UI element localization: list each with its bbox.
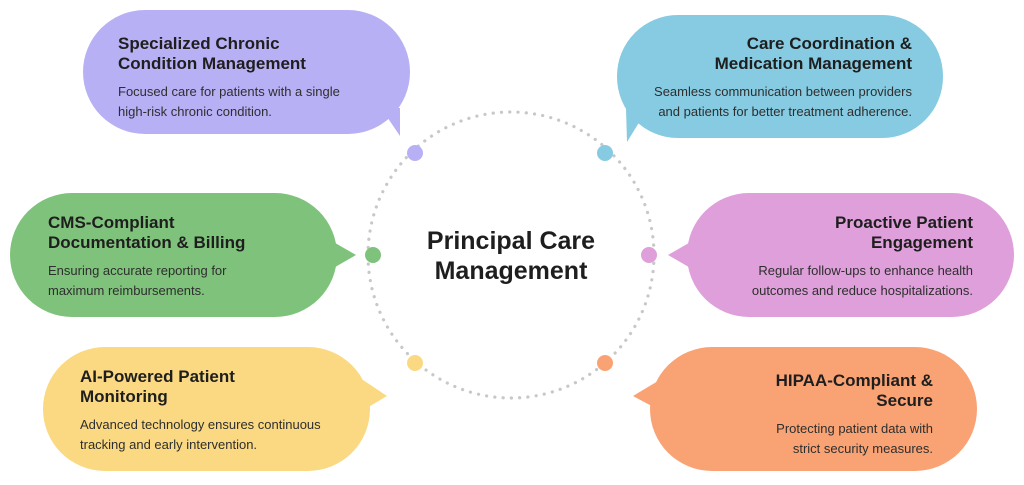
bubble-title-line2: Documentation & Billing [48,233,246,252]
bubble-desc-line1: Seamless communication between providers [654,84,912,99]
bubble-title: AI-Powered Patient Monitoring [80,367,365,407]
bubble-title-line2: Engagement [870,233,973,252]
bubble-title: Care Coordination & Medication Managemen… [620,34,912,74]
bubble-title-line1: Care Coordination & [746,34,912,53]
bubble-title: CMS-Compliant Documentation & Billing [48,213,318,253]
center-title: Principal Care Management [406,226,616,286]
bubble-title-line2: Condition Management [118,54,306,73]
bubble-desc-line1: Advanced technology ensures continuous [80,417,321,432]
bubble-desc-line2: high-risk chronic condition. [118,104,272,119]
bubble-tail-green [330,240,356,270]
bubble-description: Protecting patient data with strict secu… [680,419,933,459]
bubble-shape-yellow [43,347,370,471]
bubble-tail-pink [668,240,694,270]
bubble-title: Proactive Patient Engagement [700,213,973,253]
bubble-ai-powered-patient-monitoring: AI-Powered Patient Monitoring Advanced t… [80,367,365,455]
bubble-title: Specialized Chronic Condition Management [118,34,398,74]
bubble-description: Ensuring accurate reporting for maximum … [48,261,318,301]
bubble-proactive-patient-engagement: Proactive Patient Engagement Regular fol… [700,213,973,301]
bubble-desc-line2: maximum reimbursements. [48,283,205,298]
bubble-title-line2: Medication Management [714,54,912,73]
bubble-desc-line1: Ensuring accurate reporting for [48,263,227,278]
bubble-title-line1: AI-Powered Patient [80,367,235,386]
bubble-care-coordination-medication-management: Care Coordination & Medication Managemen… [620,34,912,122]
bubble-tail-purple [381,108,400,136]
bubble-shape-orange [650,347,977,471]
bubble-shape-green [10,193,337,317]
bubble-cms-compliant-documentation-billing: CMS-Compliant Documentation & Billing En… [48,213,318,301]
bubble-hipaa-compliant-secure: HIPAA-Compliant & Secure Protecting pati… [680,371,933,459]
bubble-desc-line2: outcomes and reduce hospitalizations. [751,283,973,298]
bubble-description: Focused care for patients with a single … [118,82,398,122]
bubble-description: Seamless communication between providers… [620,82,912,122]
bubble-desc-line1: Protecting patient data with [776,421,933,436]
bubble-tail-blue [626,108,648,142]
bubble-desc-line2: strict security measures. [792,441,933,456]
bubble-desc-line2: and patients for better treatment adhere… [658,104,912,119]
bubble-title-line2: Monitoring [80,387,168,406]
bubble-shape-purple [83,10,410,134]
bubble-shape-blue [617,15,943,138]
bubble-title-line1: HIPAA-Compliant & [775,371,933,390]
ring-dot-yellow [407,355,423,371]
bubble-desc-line1: Regular follow-ups to enhance health [758,263,973,278]
bubble-shape-pink [687,193,1014,317]
ring-dot-blue [597,145,613,161]
ring-dot-purple [407,145,423,161]
bubble-title-line2: Secure [876,391,933,410]
bubble-specialized-chronic-condition-management: Specialized Chronic Condition Management… [118,34,398,122]
bubble-desc-line1: Focused care for patients with a single [118,84,340,99]
bubble-tail-orange [633,378,663,412]
bubble-description: Regular follow-ups to enhance health out… [700,261,973,301]
bubble-description: Advanced technology ensures continuous t… [80,415,365,455]
bubble-title: HIPAA-Compliant & Secure [680,371,933,411]
bubble-desc-line2: tracking and early intervention. [80,437,258,452]
bubble-title-line1: Specialized Chronic [118,34,280,53]
center-title-line2: Management [434,257,588,285]
bubble-title-line1: CMS-Compliant [48,213,175,232]
ring-dot-green [365,247,381,263]
bubble-tail-yellow [360,378,387,412]
ring-dot-pink [641,247,657,263]
ring-dot-orange [597,355,613,371]
bubble-title-line1: Proactive Patient [835,213,973,232]
center-title-line1: Principal Care [426,227,596,255]
